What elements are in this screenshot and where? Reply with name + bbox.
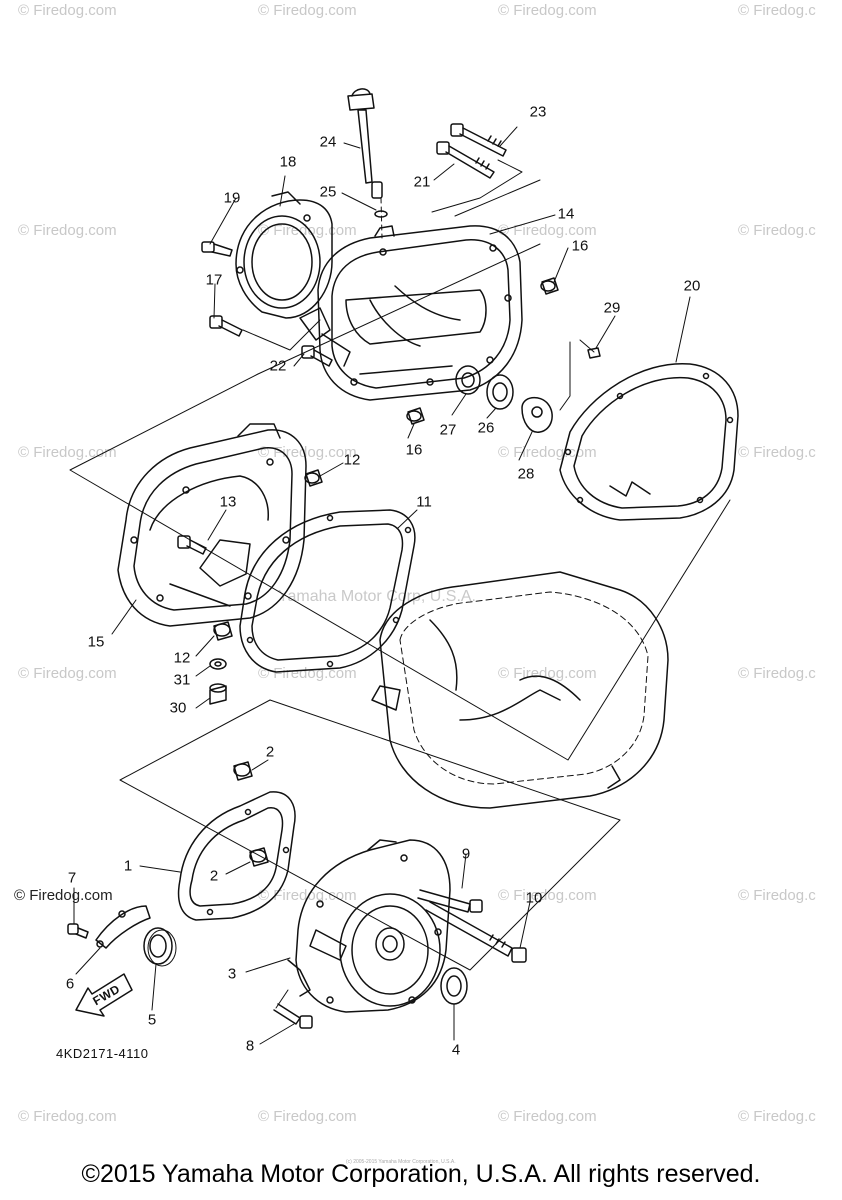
- callout-number: 3: [227, 965, 237, 983]
- oil-seal-part: [440, 967, 468, 1005]
- callout-number: 23: [529, 103, 547, 121]
- dipstick-part: [347, 88, 388, 239]
- gasket-part: [239, 509, 416, 673]
- assembly-guide-line: [257, 243, 541, 375]
- watermark: © Firedog.com: [498, 665, 597, 682]
- watermark: © Firedog.c: [738, 2, 816, 19]
- callout-number: 16: [571, 237, 589, 255]
- callout-leader-lines: [73, 126, 691, 1045]
- crankcase-cover-part: [299, 225, 523, 401]
- watermark: © Firedog.com: [258, 444, 357, 461]
- watermark: © Firedog.com: [258, 2, 357, 19]
- watermark: © Firedog.com: [18, 665, 117, 682]
- long-bolts-part: [431, 123, 541, 217]
- drain-plug-part: [209, 658, 227, 705]
- callout-number: 28: [517, 465, 535, 483]
- generator-cover-part: [287, 839, 451, 1013]
- watermark: © Firedog.c: [738, 665, 816, 682]
- callout-number: 15: [87, 633, 105, 651]
- callout-number: 22: [269, 357, 287, 375]
- callout-number: 12: [173, 649, 191, 667]
- callout-number: 27: [439, 421, 457, 439]
- dowel-pin-part: [406, 407, 425, 425]
- bearing-part: [143, 927, 177, 967]
- callout-number: 8: [245, 1037, 255, 1055]
- gasket-part: [559, 363, 739, 521]
- assembly-guide-line: [69, 373, 731, 761]
- watermark: © Firedog.c: [738, 1108, 816, 1125]
- bolt-part: [273, 989, 313, 1029]
- callout-number: 14: [557, 205, 575, 223]
- callout-number: 18: [279, 153, 297, 171]
- bolt-part: [177, 535, 207, 555]
- cover-plate-part: [201, 191, 333, 351]
- center-watermark: Yamaha Motor Corp, U.S.A.: [278, 588, 476, 605]
- callout-number: 26: [477, 419, 495, 437]
- watermark: © Firedog.com: [258, 887, 357, 904]
- footer-fine-print: (c) 2005-2015 Yamaha Motor Corporation, …: [346, 1159, 456, 1165]
- callout-number: 19: [223, 189, 241, 207]
- callout-number: 20: [683, 277, 701, 295]
- watermark: © Firedog.com: [498, 444, 597, 461]
- watermark: © Firedog.com: [18, 222, 117, 239]
- watermark: © Firedog.com: [498, 1108, 597, 1125]
- copyright-notice: ©2015 Yamaha Motor Corporation, U.S.A. A…: [81, 1160, 761, 1188]
- engine-crankcase-part: [371, 571, 669, 809]
- callout-number: 11: [416, 493, 432, 511]
- bolt-part: [301, 345, 333, 367]
- bolt-part: [417, 889, 527, 963]
- callout-number: 2: [265, 743, 275, 761]
- watermark: © Firedog.com: [18, 444, 117, 461]
- callout-number: 2: [209, 867, 219, 885]
- watermark: © Firedog.c: [738, 887, 816, 904]
- callout-number: 21: [413, 173, 431, 191]
- callout-number: 7: [67, 869, 77, 887]
- dowel-pin-part: [213, 469, 323, 641]
- callout-number: 31: [173, 671, 191, 689]
- clutch-cover-part: [117, 423, 307, 627]
- dowel-pin-part: [233, 761, 269, 867]
- callout-number: 30: [169, 699, 187, 717]
- callout-number: 17: [205, 271, 223, 289]
- callout-number: 29: [603, 299, 621, 317]
- watermark: © Firedog.com: [14, 887, 113, 904]
- oil-seals-part: [455, 339, 601, 433]
- callout-number: 1: [123, 857, 133, 875]
- forward-arrow-icon: [75, 973, 133, 1017]
- callout-number: 13: [219, 493, 237, 511]
- watermark: © Firedog.c: [738, 222, 816, 239]
- gasket-part: [177, 791, 296, 921]
- callout-number: 6: [65, 975, 75, 993]
- callout-number: 25: [319, 183, 337, 201]
- assembly-guide-line: [119, 699, 621, 971]
- callout-number: 4: [451, 1041, 461, 1059]
- watermark: © Firedog.com: [258, 1108, 357, 1125]
- watermark: © Firedog.com: [498, 2, 597, 19]
- watermark: © Firedog.com: [18, 1108, 117, 1125]
- watermark: © Firedog.com: [498, 887, 597, 904]
- callout-number: 24: [319, 133, 337, 151]
- retainer-plate-part: [67, 905, 151, 949]
- diagram-code: 4KD2171-4110: [56, 1046, 149, 1061]
- dowel-pin-part: [540, 277, 559, 295]
- callout-number: 5: [147, 1011, 157, 1029]
- watermark: © Firedog.com: [18, 2, 117, 19]
- callout-number: 9: [461, 845, 471, 863]
- callout-number: 16: [405, 441, 423, 459]
- watermark: © Firedog.c: [738, 444, 816, 461]
- callout-number: 12: [343, 451, 361, 469]
- watermark: © Firedog.com: [498, 222, 597, 239]
- callout-number: 10: [525, 889, 543, 907]
